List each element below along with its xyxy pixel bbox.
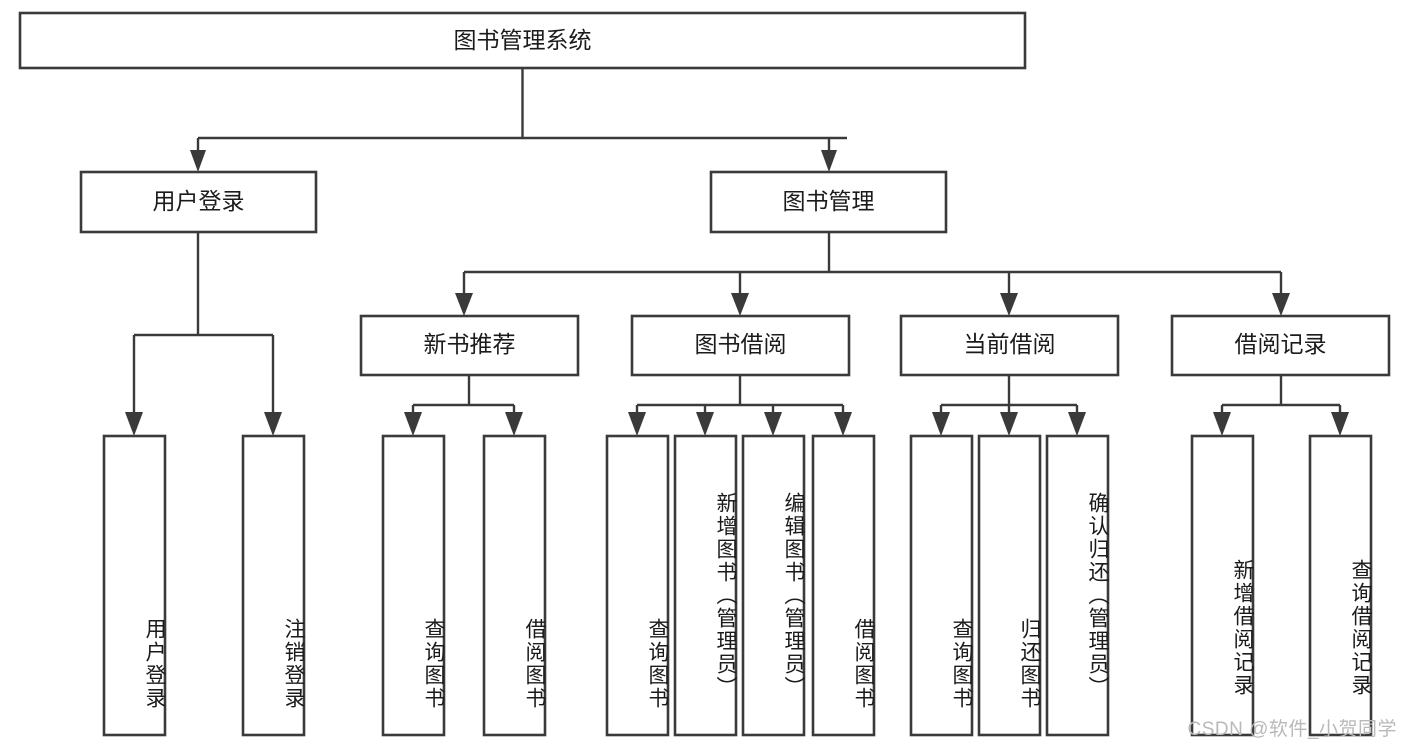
arrow-icon bbox=[190, 150, 206, 172]
leaf-box-new-book-2[interactable] bbox=[482, 434, 547, 737]
arrow-icon bbox=[696, 412, 714, 436]
leaf-box-book-borrow-1[interactable] bbox=[605, 434, 670, 737]
connector-bookmgmt-to-level3 bbox=[455, 232, 1290, 316]
connector-borrowrecord-to-leaves bbox=[1213, 375, 1349, 436]
arrow-icon bbox=[1000, 412, 1018, 436]
connector-bookborrow-to-leaves bbox=[628, 375, 852, 436]
node-root-label: 图书管理系统 bbox=[454, 27, 592, 53]
arrow-icon bbox=[834, 412, 852, 436]
node-user-login-label: 用户登录 bbox=[153, 188, 245, 214]
arrow-icon bbox=[764, 412, 782, 436]
leaf-box-book-borrow-2[interactable] bbox=[673, 434, 738, 737]
arrow-icon bbox=[1068, 412, 1086, 436]
leaf-box-book-borrow-3[interactable] bbox=[741, 434, 806, 737]
arrow-icon bbox=[1213, 412, 1231, 436]
node-root-system[interactable]: 图书管理系统 bbox=[18, 11, 1027, 70]
leaf-box-current-borrow-2[interactable] bbox=[977, 434, 1042, 737]
leaf-box-current-borrow-1[interactable] bbox=[909, 434, 974, 737]
arrow-icon bbox=[455, 293, 473, 316]
node-borrow-record[interactable]: 借阅记录 bbox=[1170, 314, 1391, 377]
arrow-icon bbox=[1331, 412, 1349, 436]
arrow-icon bbox=[628, 412, 646, 436]
arrow-icon bbox=[1272, 293, 1290, 316]
leaf-box-current-borrow-3[interactable] bbox=[1045, 434, 1110, 737]
node-new-book-recommend-label: 新书推荐 bbox=[424, 331, 516, 357]
arrow-icon bbox=[125, 412, 143, 436]
connector-root-to-level2 bbox=[190, 68, 847, 172]
arrow-icon bbox=[821, 150, 837, 172]
arrow-icon bbox=[404, 412, 422, 436]
leaf-boxes-new-book bbox=[381, 434, 547, 737]
node-borrow-record-label: 借阅记录 bbox=[1235, 331, 1327, 357]
arrow-icon bbox=[264, 412, 282, 436]
node-book-borrow-label: 图书借阅 bbox=[695, 331, 787, 357]
node-current-borrow[interactable]: 当前借阅 bbox=[899, 314, 1120, 377]
leaf-box-borrow-record-2[interactable] bbox=[1308, 434, 1373, 737]
connector-userlogin-to-leaves bbox=[125, 232, 282, 436]
leaf-boxes-current-borrow bbox=[909, 434, 1110, 737]
node-book-borrow[interactable]: 图书借阅 bbox=[630, 314, 851, 377]
node-book-management[interactable]: 图书管理 bbox=[709, 170, 948, 234]
node-user-login[interactable]: 用户登录 bbox=[79, 170, 318, 234]
leaf-box-book-borrow-4[interactable] bbox=[811, 434, 876, 737]
leaf-box-borrow-record-1[interactable] bbox=[1190, 434, 1255, 737]
leaf-boxes-user-login bbox=[102, 434, 306, 737]
connector-newbook-to-leaves bbox=[404, 375, 523, 436]
node-current-borrow-label: 当前借阅 bbox=[964, 331, 1056, 357]
arrow-icon bbox=[505, 412, 523, 436]
leaf-box-user-login-2[interactable] bbox=[241, 434, 306, 737]
node-book-management-label: 图书管理 bbox=[783, 188, 875, 214]
arrow-icon bbox=[932, 412, 950, 436]
connector-currentborrow-to-leaves bbox=[932, 375, 1086, 436]
leaf-box-new-book-1[interactable] bbox=[381, 434, 446, 737]
leaf-boxes-book-borrow bbox=[605, 434, 876, 737]
node-new-book-recommend[interactable]: 新书推荐 bbox=[359, 314, 580, 377]
watermark-text: CSDN @软件_小贺同学 bbox=[1187, 719, 1397, 740]
arrow-icon bbox=[1000, 293, 1018, 316]
arrow-icon bbox=[731, 293, 749, 316]
leaf-box-user-login-1[interactable] bbox=[102, 434, 167, 737]
leaf-boxes-borrow-record bbox=[1190, 434, 1373, 737]
